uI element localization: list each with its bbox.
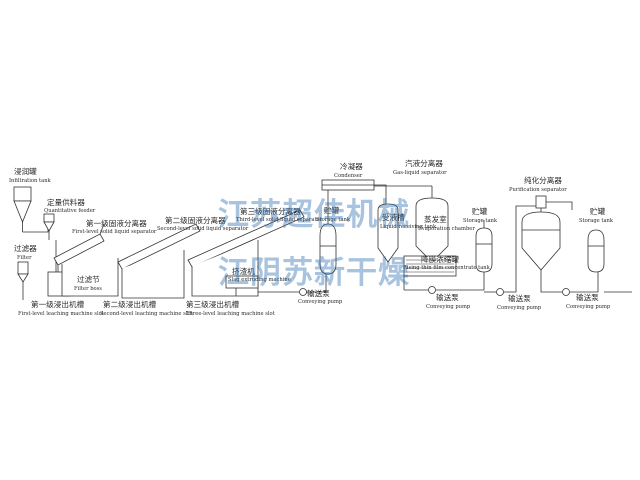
svg-text:降膜浓缩罐: 降膜浓缩罐	[421, 254, 459, 264]
label-liquid-receiving-tank: 受液槽 Liquid receiving tank	[380, 212, 437, 230]
thin-film-concentrate-tank	[403, 255, 457, 290]
svg-text:第三级固液分离器: 第三级固液分离器	[240, 206, 301, 216]
svg-text:输送泵: 输送泵	[307, 288, 330, 298]
svg-text:Filter boss: Filter boss	[74, 286, 102, 292]
svg-text:Rising thin film concentrate t: Rising thin film concentrate tank	[403, 265, 491, 271]
svg-text:第二级固液分离器: 第二级固液分离器	[165, 215, 226, 225]
svg-text:Evaporation chamber: Evaporation chamber	[418, 226, 475, 232]
svg-text:Filter: Filter	[17, 255, 32, 261]
label-filter-boss: 过滤节 Filter boss	[74, 274, 102, 292]
svg-text:汽液分离器: 汽液分离器	[405, 158, 443, 168]
label-pump-1: 输送泵 Conveying pump	[298, 288, 343, 305]
svg-text:Condenser: Condenser	[334, 173, 363, 179]
svg-text:受液槽: 受液槽	[382, 212, 405, 222]
label-condenser: 冷凝器 Condenser	[334, 161, 363, 179]
label-third-slot: 第三级浸出机槽 Three-level leaching machine slo…	[186, 299, 276, 317]
svg-text:Conveying pump: Conveying pump	[566, 304, 611, 310]
svg-text:贮罐: 贮罐	[324, 205, 340, 215]
svg-text:第一级浸出机槽: 第一级浸出机槽	[31, 299, 85, 309]
storage-tank-1	[319, 210, 337, 275]
svg-text:Gas-liquid separator: Gas-liquid separator	[393, 170, 447, 176]
infiltration-tank	[13, 186, 32, 232]
svg-text:Conveying pump: Conveying pump	[426, 304, 471, 310]
svg-text:First-level leaching machine s: First-level leaching machine slot	[18, 311, 105, 317]
svg-text:第二级浸出机槽: 第二级浸出机槽	[103, 299, 157, 309]
svg-text:Quantitative feeder: Quantitative feeder	[44, 208, 96, 214]
label-thin-film-tank: 降膜浓缩罐 Rising thin film concentrate tank	[403, 254, 491, 271]
quantitative-feeder	[22, 213, 55, 240]
svg-text:输送泵: 输送泵	[508, 293, 531, 303]
storage-tank-3	[587, 229, 632, 293]
watermark-line-2: 江阴苏新干燥	[218, 255, 410, 291]
svg-text:第一级固液分离器: 第一级固液分离器	[86, 218, 147, 228]
label-second-separator: 第二级固液分离器 Second-level solid liquid separ…	[157, 215, 249, 232]
first-solid-liquid-separator	[53, 223, 105, 272]
svg-text:Liquid receiving tank: Liquid receiving tank	[380, 224, 437, 230]
label-storage-tank-1: 贮罐 Storage tank	[316, 205, 351, 223]
svg-text:Storage tank: Storage tank	[463, 218, 498, 224]
label-storage-tank-3: 贮罐 Storage tank	[579, 206, 614, 224]
svg-text:过滤器: 过滤器	[14, 243, 37, 253]
label-first-slot: 第一级浸出机槽 First-level leaching machine slo…	[18, 299, 105, 317]
condenser	[321, 179, 387, 210]
svg-text:Third-level solid liquid separ: Third-level solid liquid separator	[236, 217, 323, 223]
svg-text:Three-level leaching machine s: Three-level leaching machine slot	[186, 311, 276, 317]
conveying-pump-1	[258, 272, 327, 296]
label-gas-liquid-separator: 汽液分离器 Gas-liquid separator	[393, 158, 447, 176]
conveying-pump-4	[540, 270, 599, 296]
svg-text:贮罐: 贮罐	[472, 206, 488, 216]
label-pump-4: 输送泵 Conveying pump	[566, 292, 611, 310]
label-evaporation-chamber: 蒸发室 Evaporation chamber	[418, 214, 475, 232]
svg-text:输送泵: 输送泵	[576, 292, 599, 302]
third-solid-liquid-separator	[187, 209, 305, 268]
second-leaching-slot	[121, 250, 185, 299]
svg-text:过滤节: 过滤节	[77, 274, 100, 284]
second-solid-liquid-separator	[117, 223, 201, 270]
svg-text:贮罐: 贮罐	[590, 206, 606, 216]
svg-text:Second-level solid liquid sepa: Second-level solid liquid separator	[157, 226, 249, 232]
svg-text:挤渣机: 挤渣机	[232, 266, 255, 276]
svg-text:Slag extruding machine: Slag extruding machine	[228, 277, 291, 283]
svg-text:Conveying pump: Conveying pump	[298, 299, 343, 305]
label-pump-2: 输送泵 Conveying pump	[426, 292, 471, 310]
slag-extruding-machine	[225, 275, 259, 296]
svg-text:Infiltration tank: Infiltration tank	[9, 178, 52, 184]
label-infiltration-tank: 浸润罐 Infiltration tank	[9, 166, 52, 184]
svg-text:蒸发室: 蒸发室	[424, 214, 447, 224]
label-third-separator: 第三级固液分离器 Third-level solid liquid separa…	[236, 206, 323, 223]
liquid-receiving-tank	[377, 203, 399, 263]
label-filter: 过滤器 Filter	[14, 243, 37, 261]
evaporation-chamber	[374, 185, 449, 263]
conveying-pump-3	[484, 205, 540, 296]
label-quantitative-feeder: 定量供料器 Quantitative feeder	[44, 197, 96, 214]
label-pump-3: 输送泵 Conveying pump	[497, 293, 542, 311]
svg-text:浸润罐: 浸润罐	[14, 166, 37, 176]
label-storage-tank-2: 贮罐 Storage tank	[463, 206, 498, 224]
svg-text:第三级浸出机槽: 第三级浸出机槽	[186, 299, 240, 309]
label-first-separator: 第一级固液分离器 First-level solid liquid separa…	[72, 218, 157, 235]
label-purification-separator: 纯化分离器 Purification separator	[509, 175, 567, 193]
svg-text:Storage tank: Storage tank	[579, 218, 614, 224]
svg-text:Storage tank: Storage tank	[316, 217, 351, 223]
svg-text:冷凝器: 冷凝器	[340, 161, 363, 171]
conveying-pump-2	[404, 272, 485, 294]
filter	[17, 261, 29, 300]
first-leaching-slot	[61, 258, 119, 297]
svg-text:纯化分离器: 纯化分离器	[524, 175, 562, 185]
label-slag-extruder: 挤渣机 Slag extruding machine	[228, 266, 291, 283]
svg-text:Purification separator: Purification separator	[509, 187, 567, 193]
svg-text:定量供料器: 定量供料器	[47, 197, 85, 207]
label-second-slot: 第二级浸出机槽 Second-level leaching machine sl…	[100, 299, 194, 317]
storage-tank-2	[475, 220, 493, 273]
watermark-line-1: 江苏超佳机械	[218, 197, 410, 233]
svg-text:Conveying pump: Conveying pump	[497, 305, 542, 311]
svg-text:Second-level leaching machine: Second-level leaching machine slot	[100, 311, 194, 317]
purification-separator	[521, 195, 573, 271]
svg-text:输送泵: 输送泵	[436, 292, 459, 302]
svg-text:First-level solid liquid separ: First-level solid liquid separator	[72, 229, 157, 235]
